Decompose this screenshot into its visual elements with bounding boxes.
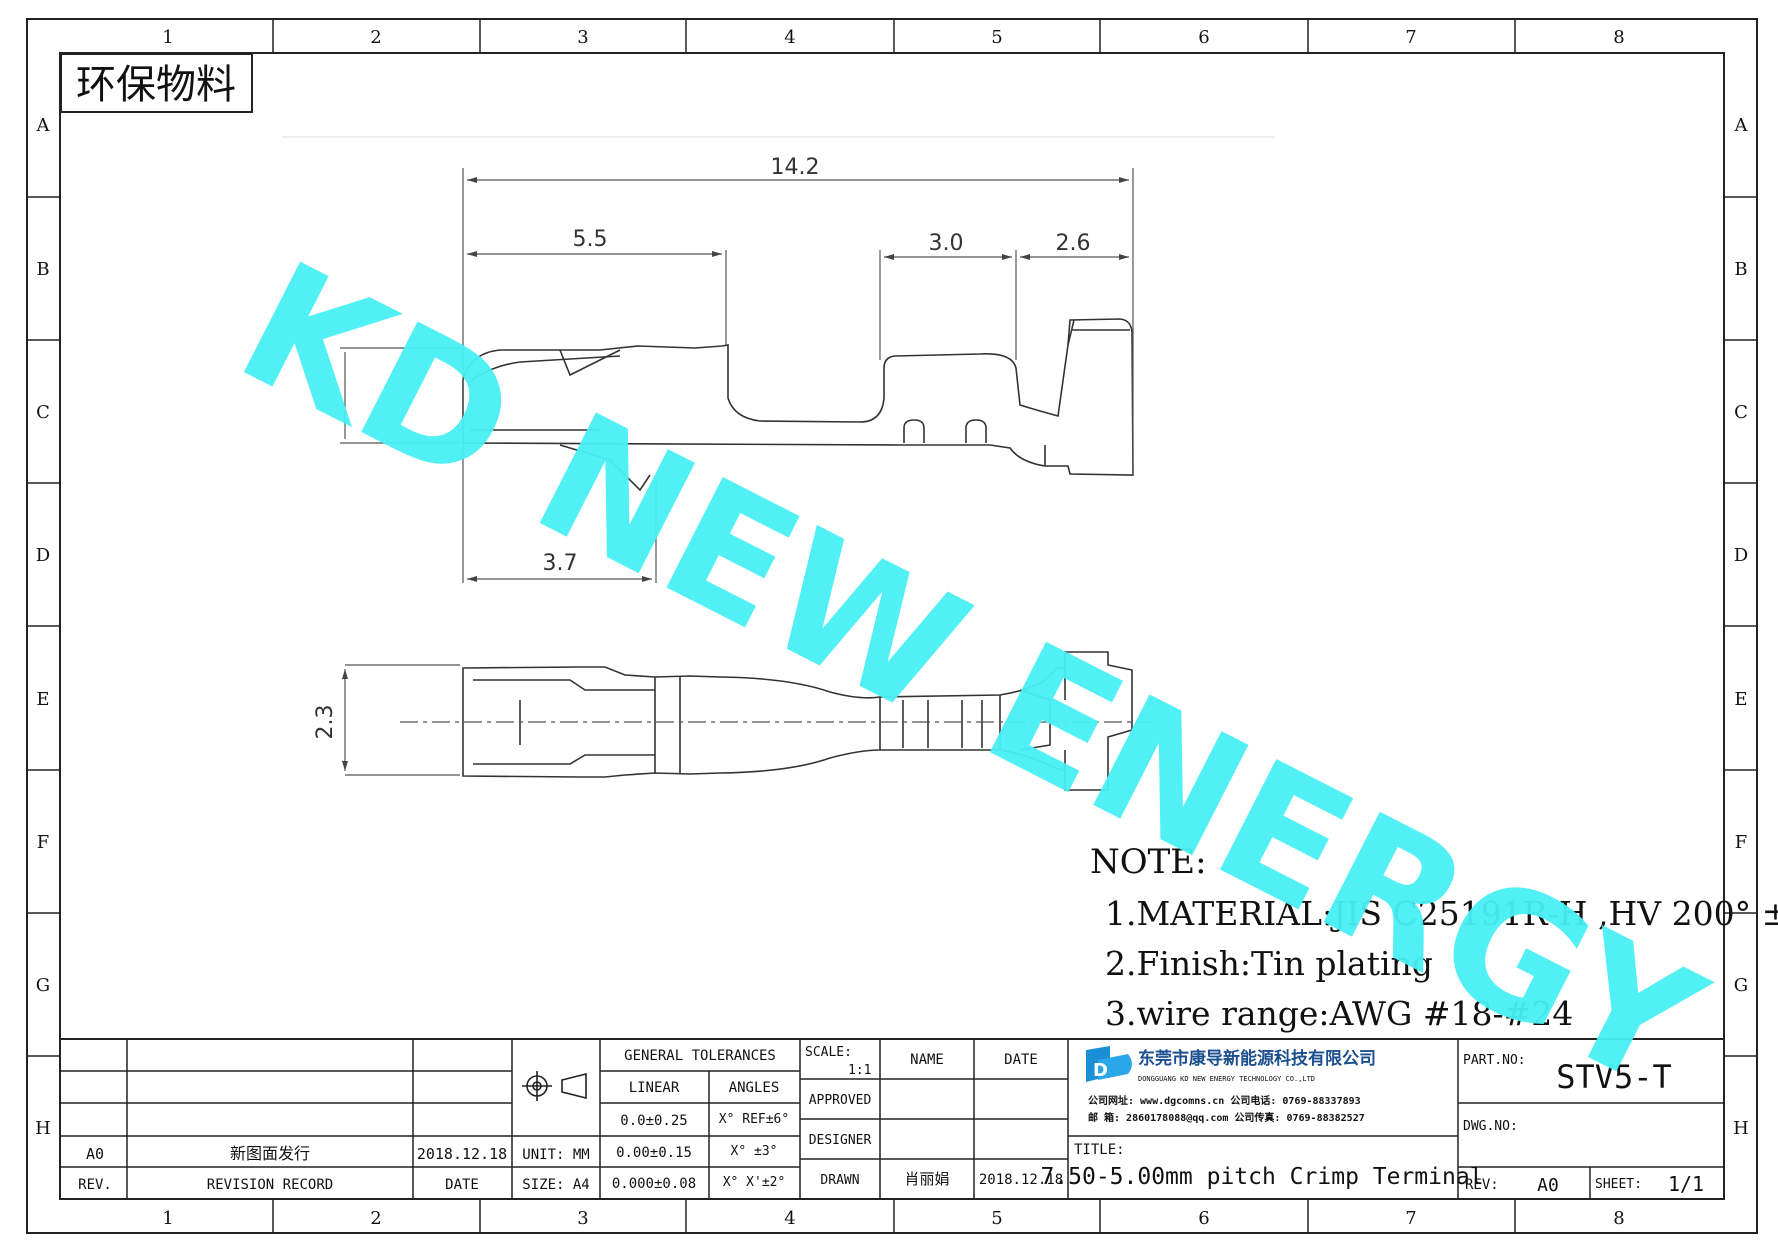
dim-crimp-length: 3.0 bbox=[929, 231, 964, 256]
rev-header: REV. bbox=[78, 1177, 112, 1193]
eco-stamp: 环保物料 bbox=[76, 62, 236, 108]
note-item: 2.Finish:Tin plating bbox=[1105, 944, 1433, 983]
rev-value: A0 bbox=[1537, 1175, 1559, 1196]
row-label-right: C bbox=[1734, 402, 1748, 423]
revision-date: 2018.12.18 bbox=[417, 1145, 507, 1163]
row-label-left: C bbox=[36, 402, 50, 423]
scale-label: SCALE: bbox=[805, 1045, 852, 1060]
column-ticks bbox=[272, 19, 1516, 1233]
col-label-bottom: 6 bbox=[1198, 1208, 1209, 1229]
date-header: DATE bbox=[445, 1177, 479, 1193]
dim-overall-length: 14.2 bbox=[771, 155, 820, 180]
drawn-label: DRAWN bbox=[820, 1173, 859, 1188]
part-no-label: PART.NO: bbox=[1463, 1053, 1526, 1068]
row-label-left: E bbox=[36, 689, 49, 710]
svg-text:D: D bbox=[1093, 1060, 1108, 1081]
title-label: TITLE: bbox=[1074, 1142, 1125, 1158]
company-name-cn: 东莞市康导新能源科技有限公司 bbox=[1138, 1048, 1376, 1069]
col-label-bottom: 5 bbox=[991, 1208, 1002, 1229]
drawing-title: 7.50-5.00mm pitch Crimp Terminal bbox=[1040, 1164, 1483, 1190]
col-label-top: 3 bbox=[577, 27, 588, 48]
general-tolerances-label: GENERAL TOLERANCES bbox=[624, 1048, 776, 1064]
col-label-top: 5 bbox=[991, 27, 1002, 48]
col-label-bottom: 2 bbox=[370, 1208, 381, 1229]
revision-rev: A0 bbox=[86, 1145, 104, 1163]
row-label-left: D bbox=[36, 545, 50, 566]
col-label-top: 7 bbox=[1405, 27, 1416, 48]
dim-front-length: 5.5 bbox=[573, 227, 608, 252]
tolerance-angle: X° REF±6° bbox=[719, 1112, 789, 1127]
dim-insulation-length: 2.6 bbox=[1056, 231, 1091, 256]
size-label: SIZE: A4 bbox=[522, 1177, 589, 1193]
linear-label: LINEAR bbox=[629, 1080, 680, 1096]
drawn-date: 2018.12.18 bbox=[979, 1172, 1063, 1188]
approved-label: APPROVED bbox=[809, 1093, 872, 1108]
col-label-top: 2 bbox=[370, 27, 381, 48]
dimension-lines-side bbox=[340, 168, 1134, 776]
tolerance-angle: X° X'±2° bbox=[723, 1175, 786, 1190]
col-label-top: 1 bbox=[162, 27, 173, 48]
note-heading: NOTE: bbox=[1090, 842, 1207, 882]
name-header: NAME bbox=[910, 1052, 944, 1068]
row-label-left: G bbox=[36, 975, 50, 996]
row-label-left: A bbox=[36, 115, 51, 136]
title-block-grid bbox=[60, 1038, 1724, 1199]
tolerance-linear: 0.000±0.08 bbox=[612, 1176, 696, 1192]
designer-label: DESIGNER bbox=[809, 1133, 872, 1148]
company-contact: 公司网址: www.dgcomns.cn 公司电话: 0769-88337893 bbox=[1088, 1094, 1361, 1107]
col-label-top: 8 bbox=[1613, 27, 1624, 48]
part-number: STV5-T bbox=[1556, 1058, 1672, 1096]
dimension-arrows bbox=[342, 177, 1129, 771]
dwg-no-label: DWG.NO: bbox=[1463, 1119, 1518, 1134]
row-label-right: B bbox=[1734, 259, 1747, 280]
tolerance-linear: 0.0±0.25 bbox=[620, 1113, 687, 1129]
col-label-bottom: 1 bbox=[162, 1208, 173, 1229]
sheet-label: SHEET: bbox=[1595, 1177, 1642, 1192]
row-ticks bbox=[27, 196, 1757, 1057]
row-label-right: F bbox=[1735, 832, 1748, 853]
row-label-left: B bbox=[36, 259, 49, 280]
angles-label: ANGLES bbox=[729, 1080, 780, 1096]
row-label-left: F bbox=[37, 832, 50, 853]
row-label-right: D bbox=[1734, 545, 1748, 566]
col-label-bottom: 3 bbox=[577, 1208, 588, 1229]
drawn-by: 肖丽娟 bbox=[904, 1170, 949, 1188]
scale-value: 1:1 bbox=[848, 1063, 871, 1078]
rev-label: REV: bbox=[1465, 1177, 1499, 1193]
eco-stamp-box bbox=[60, 53, 253, 113]
dim-width: 2.3 bbox=[313, 705, 338, 740]
row-label-left: H bbox=[35, 1118, 51, 1139]
sheet-value: 1/1 bbox=[1668, 1172, 1704, 1196]
row-label-right: E bbox=[1734, 689, 1747, 710]
col-label-bottom: 4 bbox=[784, 1208, 795, 1229]
col-label-bottom: 8 bbox=[1613, 1208, 1624, 1229]
tolerance-linear: 0.00±0.15 bbox=[616, 1145, 692, 1161]
watermark-text: KD NEW ENERGY bbox=[211, 225, 1730, 1129]
company-logo-icon: D bbox=[1086, 1046, 1132, 1082]
terminal-top-view bbox=[462, 651, 1133, 791]
unit-label: UNIT: MM bbox=[522, 1147, 589, 1163]
company-name-en: DONGGUANG KD NEW ENERGY TECHNOLOGY CO.,L… bbox=[1138, 1075, 1315, 1083]
dim-contact-length: 3.7 bbox=[543, 551, 578, 576]
col-label-top: 4 bbox=[784, 27, 795, 48]
note-item: 3.wire range:AWG #18-#24 bbox=[1105, 994, 1573, 1033]
col-label-bottom: 7 bbox=[1405, 1208, 1416, 1229]
col-label-top: 6 bbox=[1198, 27, 1209, 48]
row-label-right: G bbox=[1734, 975, 1748, 996]
date-column-header: DATE bbox=[1004, 1052, 1038, 1068]
company-contact: 邮 箱: 2860178088@qq.com 公司传真: 0769-883825… bbox=[1088, 1111, 1365, 1124]
revision-record-header: REVISION RECORD bbox=[207, 1177, 333, 1193]
row-label-right: H bbox=[1733, 1118, 1749, 1139]
tolerance-angle: X° ±3° bbox=[731, 1144, 778, 1159]
revision-record: 新图面发行 bbox=[230, 1144, 310, 1163]
row-label-right: A bbox=[1734, 115, 1749, 136]
projection-symbol-icon bbox=[522, 1071, 587, 1101]
note-item: 1.MATERIAL:JIS C25191R-H ,HV 200° ±5° bbox=[1105, 894, 1778, 933]
